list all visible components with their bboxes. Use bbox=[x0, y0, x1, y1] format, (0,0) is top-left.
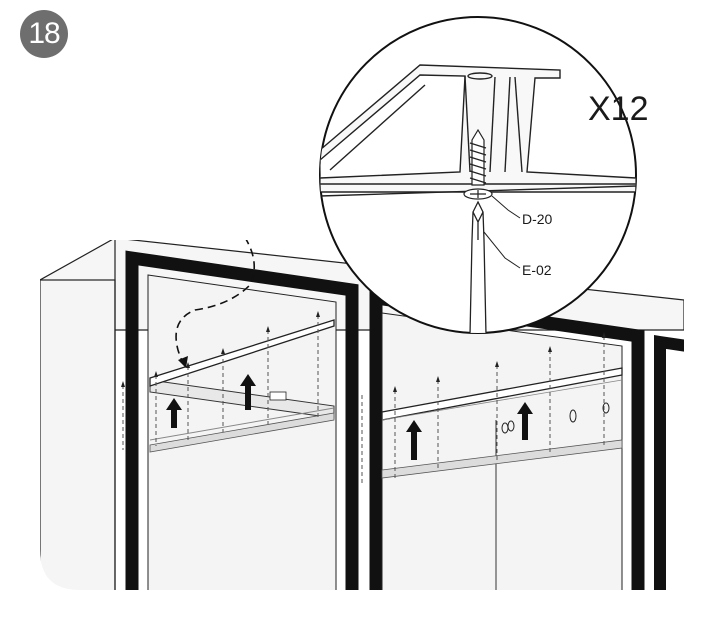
part-callout-d20: D-20 bbox=[522, 211, 553, 227]
screwdriver-icon bbox=[469, 200, 487, 333]
arrow-up-icon bbox=[166, 374, 533, 460]
quantity-label: X12 bbox=[588, 90, 649, 128]
curved-arrow-icon bbox=[175, 240, 331, 365]
screw-guide-lines bbox=[122, 315, 605, 485]
callout-leaders bbox=[483, 195, 521, 269]
screw-tips bbox=[121, 311, 606, 392]
right-door-frame bbox=[654, 335, 684, 590]
left-door-frame bbox=[125, 250, 359, 590]
rail-profile-icon bbox=[320, 64, 636, 197]
middle-door-frame bbox=[369, 290, 645, 590]
detail-magnifier bbox=[319, 16, 637, 334]
step-number-badge: 18 bbox=[20, 10, 68, 58]
screw-icon bbox=[463, 128, 493, 200]
part-callout-e02: E-02 bbox=[522, 262, 552, 278]
